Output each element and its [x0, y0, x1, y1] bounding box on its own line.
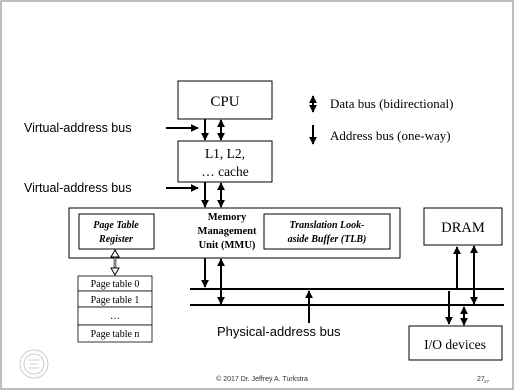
physical-address-bus-label: Physical-address bus: [217, 324, 341, 339]
virtual-address-bus-label-1: Virtual-address bus: [24, 121, 131, 135]
footer-page-number: 27: [477, 376, 485, 383]
dram-box: DRAM: [423, 207, 503, 246]
mmu-label-line2: Management: [198, 226, 257, 237]
io-devices-label: I/O devices: [424, 337, 486, 352]
cpu-label: CPU: [210, 94, 239, 110]
mmu-label-line1: Memory: [208, 212, 247, 223]
tlb-label-line1: Translation Look-: [290, 220, 365, 231]
legend-data-bus: Data bus (bidirectional): [330, 96, 453, 111]
page-table-1: Page table 1: [91, 295, 140, 306]
ptr-label-line2: Register: [98, 234, 133, 245]
virtual-address-bus-label-2: Virtual-address bus: [24, 181, 131, 195]
io-devices-box: I/O devices: [408, 325, 503, 361]
ptr-pagetable-link-arrow: [110, 248, 120, 277]
cpu-box: CPU: [177, 80, 273, 120]
cache-box: L1, L2, … cache: [177, 140, 273, 183]
mmu-label-line3: Unit (MMU): [199, 240, 256, 251]
page-table-n: Page table n: [91, 329, 140, 340]
page-table-0: Page table 0: [91, 279, 140, 290]
cache-label-line1: L1, L2,: [205, 146, 245, 161]
legend: Data bus (bidirectional) Address bus (on…: [309, 95, 453, 145]
legend-address-bus: Address bus (one-way): [330, 128, 451, 143]
ptr-label-line1: Page Table: [93, 220, 139, 231]
page-tables: Page table 0 Page table 1 … Page table n: [77, 275, 153, 343]
page-table-ellipsis: …: [110, 311, 120, 322]
footer-page-number-small: 27: [484, 379, 490, 384]
cache-label-line2: … cache: [201, 164, 249, 179]
tlb-label-line2: aside Buffer (TLB): [288, 234, 367, 245]
tlb-box: Translation Look- aside Buffer (TLB): [263, 213, 391, 250]
university-seal-icon: [19, 349, 49, 379]
page-table-register-box: Page Table Register: [78, 213, 155, 250]
dram-label: DRAM: [441, 220, 485, 236]
footer-copyright: © 2017 Dr. Jeffrey A. Turkstra: [216, 375, 308, 383]
